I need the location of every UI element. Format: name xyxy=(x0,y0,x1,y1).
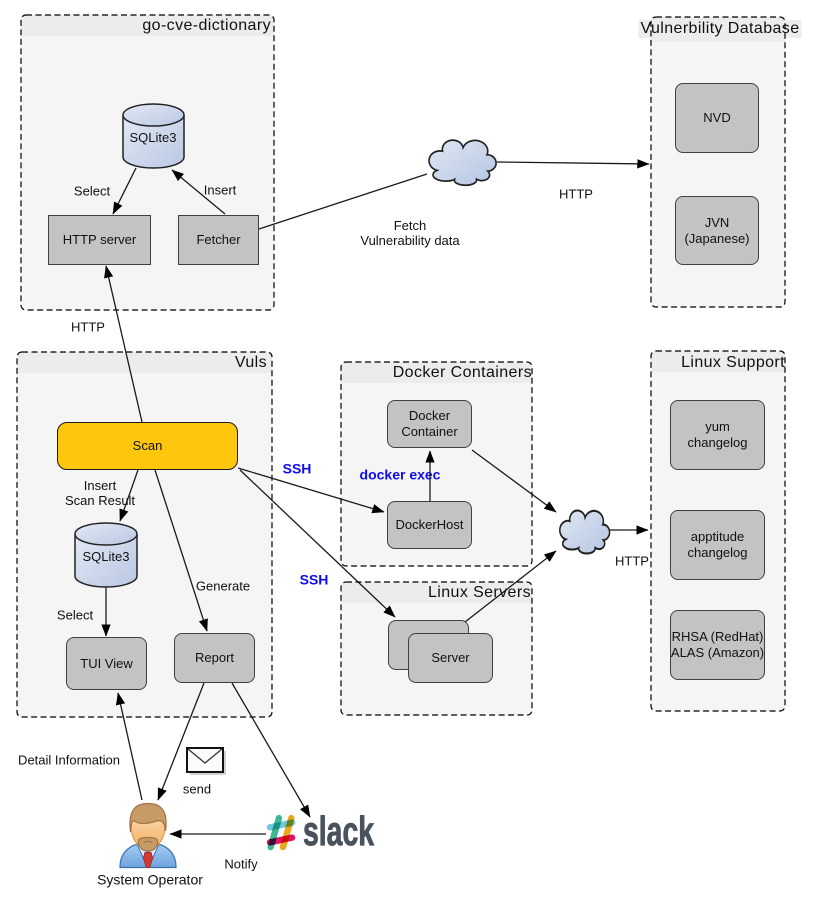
svg-text:SQLite3: SQLite3 xyxy=(83,549,130,564)
svg-text:SQLite3: SQLite3 xyxy=(130,130,177,145)
svg-text:slack: slack xyxy=(303,808,374,854)
